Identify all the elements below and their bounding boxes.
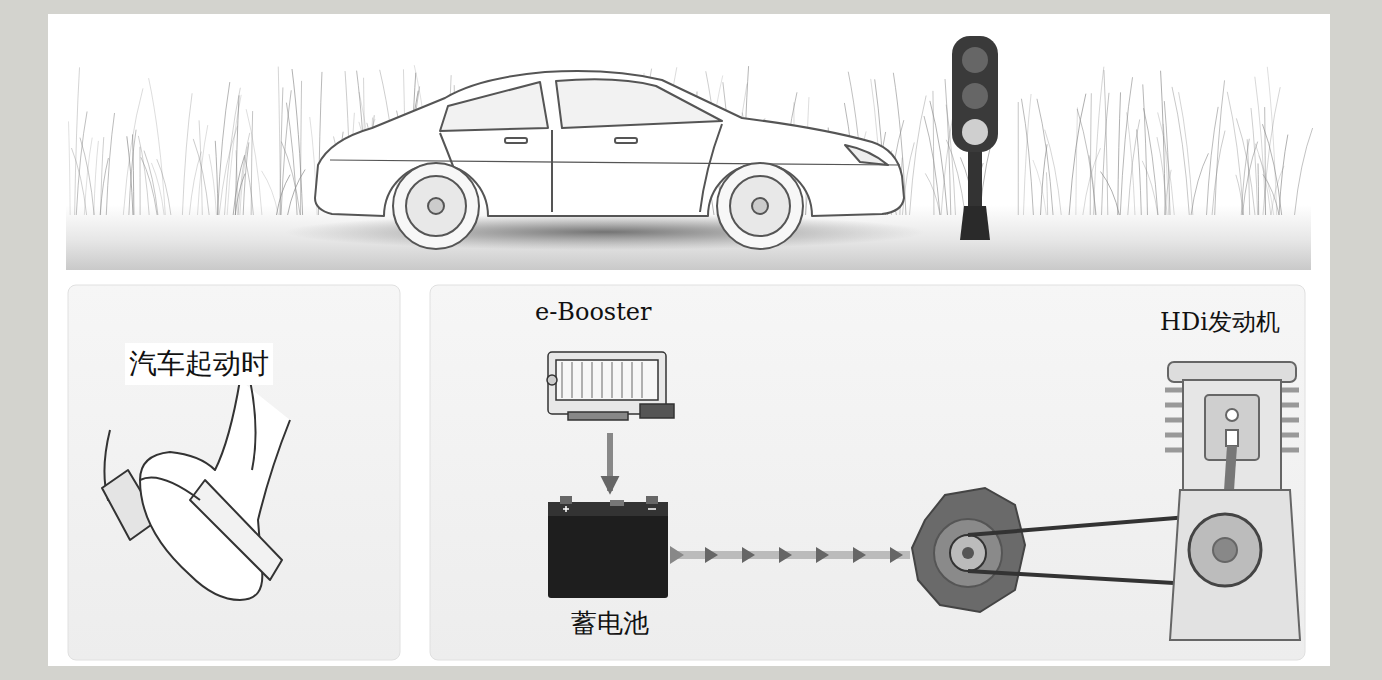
grass-blade: [292, 69, 303, 215]
grass-blade: [1227, 92, 1243, 215]
car: [315, 71, 904, 249]
grass-blade: [1142, 161, 1158, 215]
grass-blade: [75, 67, 80, 215]
grass-blade: [924, 116, 940, 215]
grass-blade: [1207, 107, 1219, 215]
grass-blade: [209, 154, 216, 215]
grass-blade: [1258, 163, 1260, 215]
grass-blade: [281, 90, 291, 215]
grass-blade: [189, 152, 201, 215]
grass-blade: [1090, 93, 1091, 215]
grass-blade: [910, 96, 927, 215]
grass-blade: [246, 109, 262, 215]
grass: [69, 65, 1313, 215]
traffic-light: [952, 36, 998, 240]
hdi-engine: [1165, 362, 1300, 640]
component-box: HDi发动机: [1130, 300, 1310, 645]
node-label: e-Booster: [531, 296, 655, 328]
node-label: HDi发动机: [1156, 304, 1284, 340]
right-panel: [430, 285, 1305, 660]
grass-blade: [1144, 108, 1158, 215]
panel-label-box: 汽车起动时: [68, 285, 400, 660]
grass-blade: [1241, 139, 1249, 215]
grass-blade: [1069, 94, 1086, 215]
grass-blade: [101, 137, 104, 215]
grass-blade: [149, 78, 166, 215]
grass-blade: [1164, 101, 1170, 215]
grass-blade: [139, 147, 140, 215]
grass-blade: [1041, 144, 1048, 215]
grass-blade: [1021, 99, 1033, 215]
grass-blade: [300, 81, 301, 215]
grass-blade: [262, 171, 279, 215]
grass-blade: [1104, 70, 1108, 215]
grass-blade: [138, 136, 149, 215]
grass-blade: [182, 93, 192, 215]
grass-blade: [1242, 142, 1257, 215]
e-booster-module: [547, 352, 674, 420]
grass-blade: [251, 111, 252, 215]
starter-alternator: [912, 488, 1025, 612]
grass-blade: [930, 101, 948, 215]
grass-blade: [1191, 153, 1208, 215]
grass-blade: [233, 155, 245, 215]
grass-blade: [1120, 77, 1132, 215]
grass-blade: [1264, 107, 1266, 215]
grass-blade: [69, 121, 71, 215]
page-ground: [48, 14, 1330, 666]
battery: [548, 496, 668, 598]
grass-blade: [1077, 109, 1096, 215]
component-box: e-Booster: [525, 296, 690, 430]
grass-blade: [1263, 87, 1280, 215]
flow-arrow: [607, 433, 613, 491]
grass-blade: [1023, 94, 1031, 215]
grass-blade: [1255, 144, 1271, 215]
grass-blade: [1118, 92, 1121, 215]
grass-blade: [151, 163, 164, 215]
grass-blade: [281, 142, 300, 215]
grass-blade: [1172, 87, 1189, 215]
grass-blade: [71, 148, 86, 215]
node-label: 汽车起动时: [125, 343, 273, 385]
grass-blade: [80, 138, 94, 215]
grass-blade: [1212, 131, 1225, 215]
current-flow: [670, 546, 910, 564]
car-shadow: [285, 214, 925, 250]
grass-blade: [276, 175, 290, 215]
node-label: 蓄电池: [567, 604, 653, 643]
grass-blade: [106, 113, 114, 215]
grass-blade: [1143, 84, 1148, 215]
grass-blade: [1215, 80, 1225, 215]
grass-blade: [1128, 119, 1140, 215]
grass-blade: [1046, 172, 1047, 215]
grass-blade: [1163, 124, 1168, 215]
grass-blade: [1179, 92, 1193, 215]
grass-blade: [198, 125, 208, 215]
grass-blade: [1045, 130, 1062, 215]
grass-blade: [84, 138, 92, 215]
grass-blade: [1137, 129, 1142, 215]
grass-blade: [94, 141, 99, 215]
grass-blade: [1101, 172, 1120, 215]
grass-blade: [127, 136, 133, 215]
foot-on-pedal: [102, 380, 290, 600]
grass-blade: [144, 151, 158, 215]
grass-blade: [1018, 102, 1019, 215]
grass-blade: [123, 88, 143, 215]
grass-blade: [1083, 148, 1101, 215]
grass-blade: [1295, 128, 1313, 215]
grass-blade: [933, 91, 934, 215]
grass-blade: [1037, 99, 1053, 215]
grass-blade: [1076, 107, 1078, 215]
grass-blade: [1127, 112, 1135, 215]
component-box: 蓄电池: [540, 494, 680, 644]
left-panel-ground: [68, 285, 400, 660]
grass-blade: [217, 82, 229, 215]
